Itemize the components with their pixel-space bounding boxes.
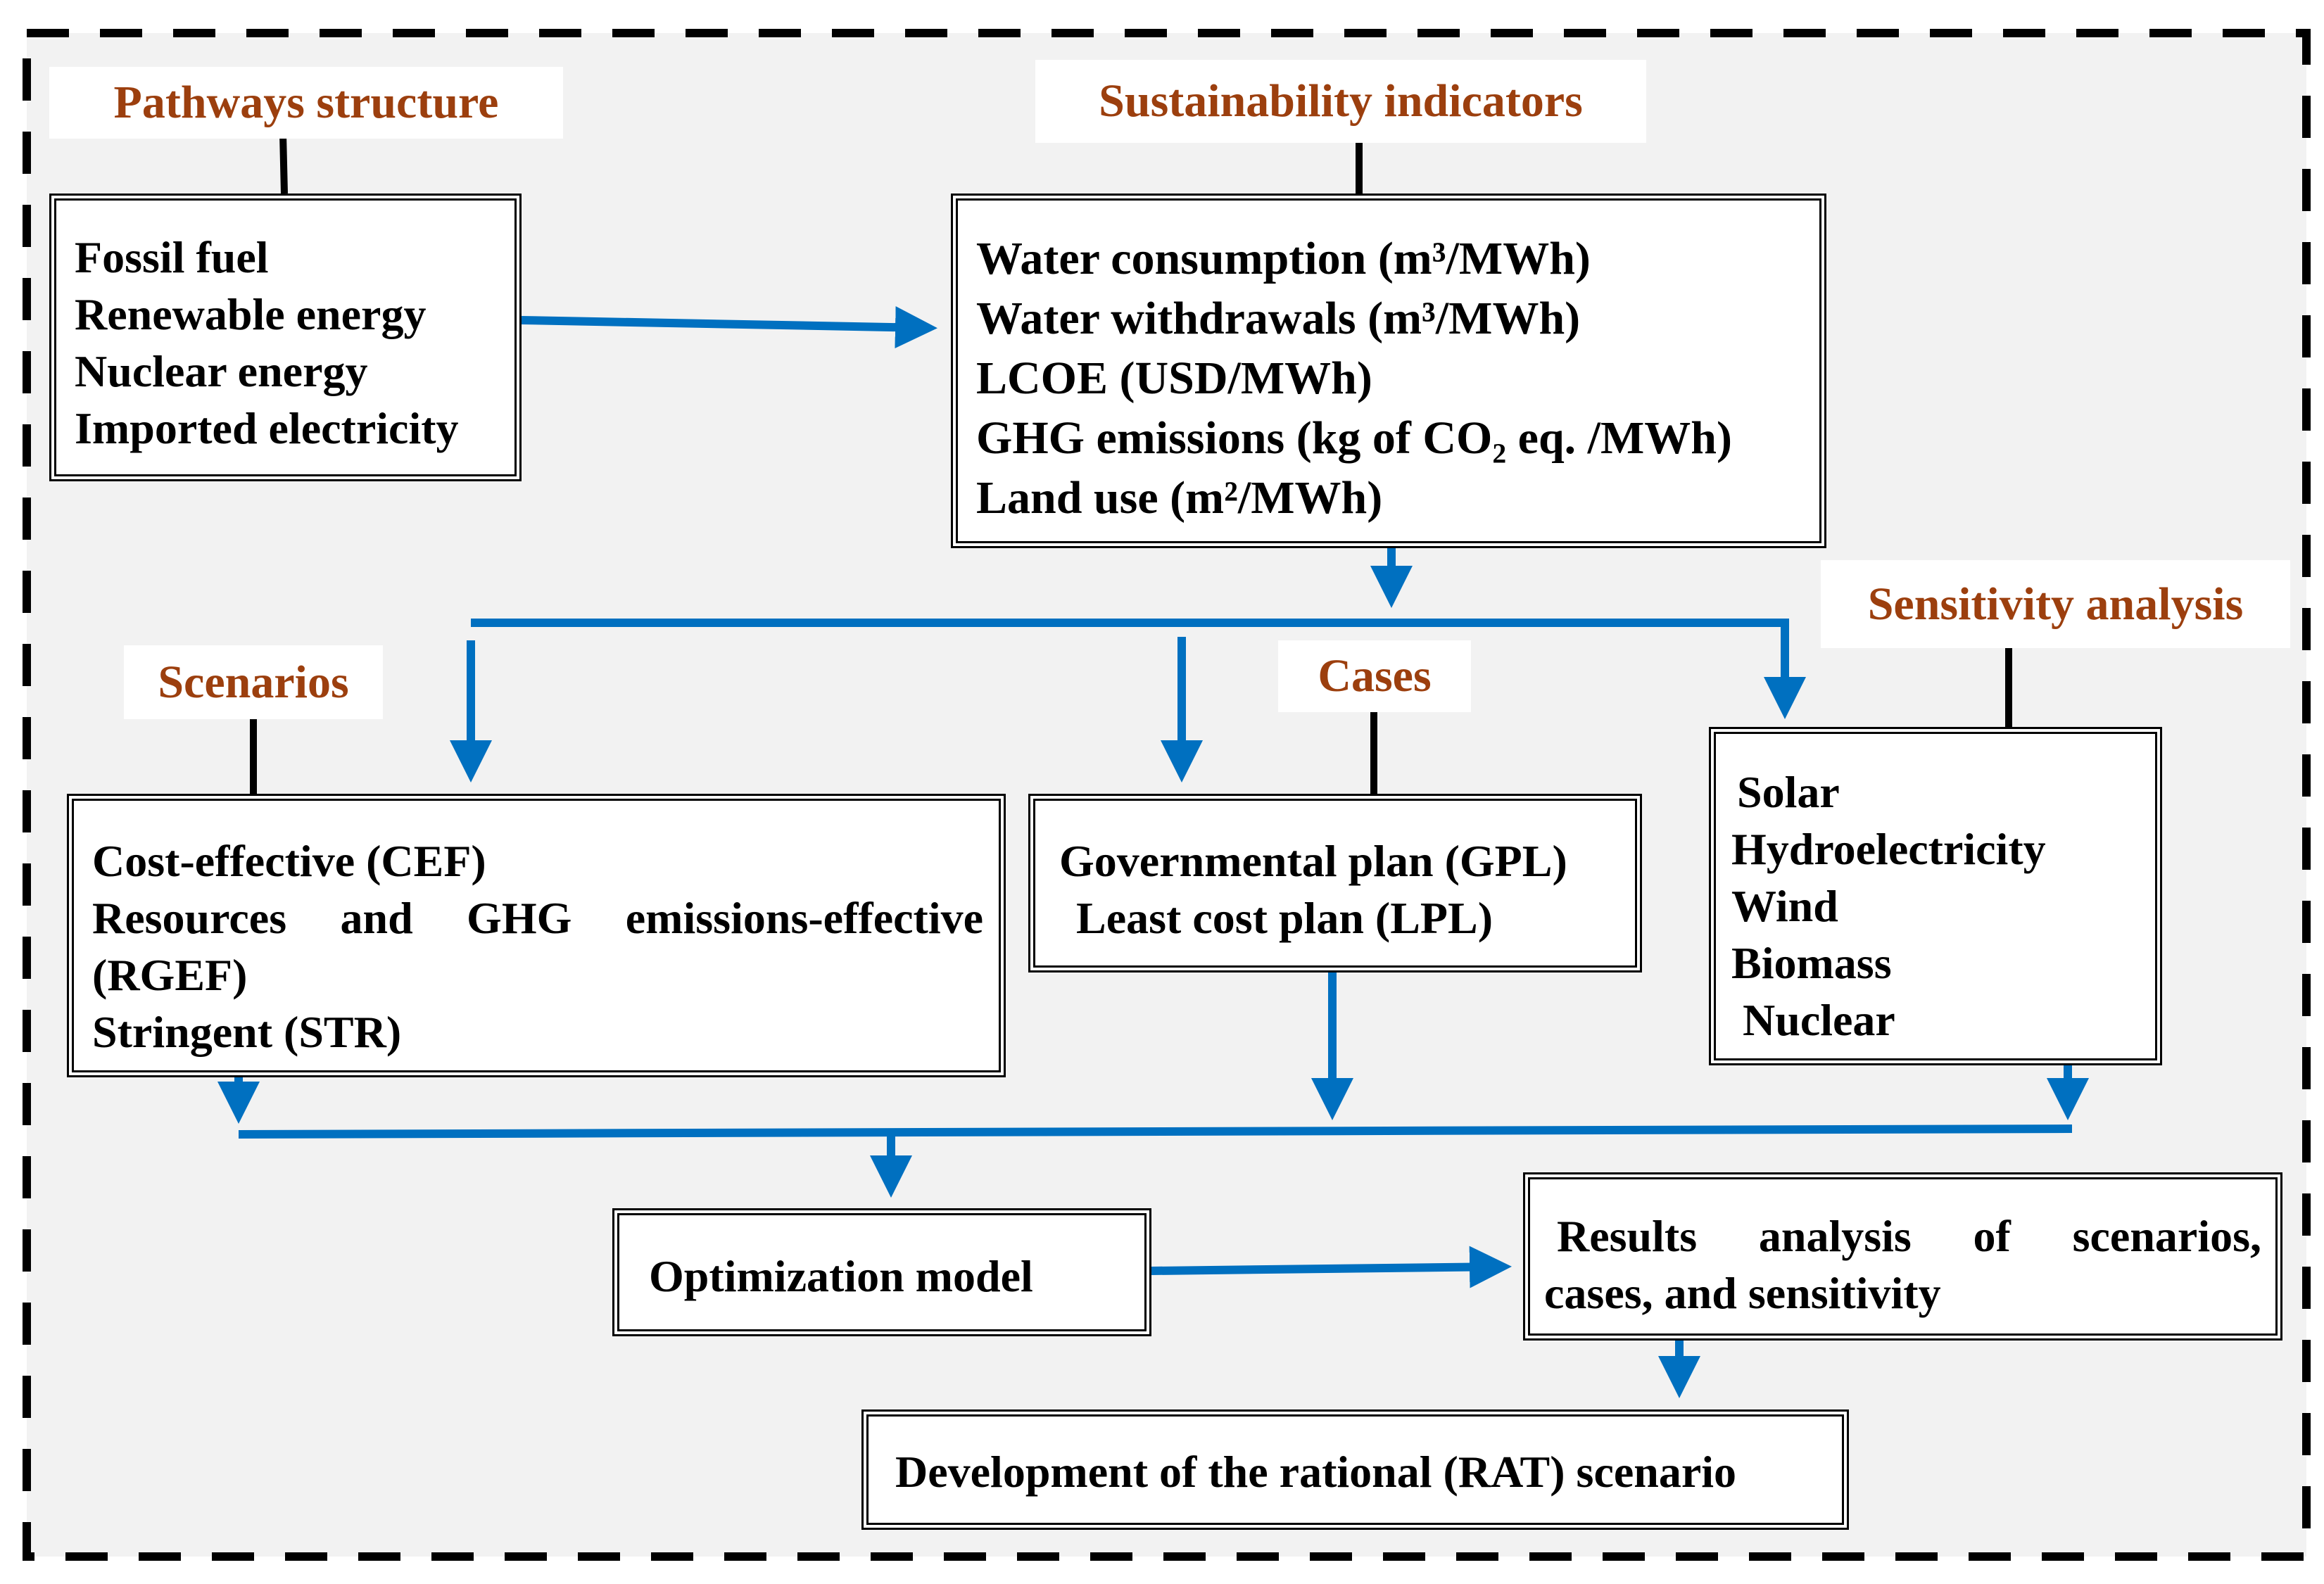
- scenarios-box: Cost-effective (CEF) Resources and GHG e…: [67, 794, 1006, 1077]
- scenario-item: Stringent (STR): [92, 1007, 402, 1057]
- indicator-item: LCOE (USD/MWh): [976, 353, 1372, 404]
- indicator-item: Land use (m²/MWh): [976, 472, 1383, 524]
- results-text-line1: Results analysis of scenarios,: [1557, 1211, 2261, 1261]
- sensitivity-item: Wind: [1731, 881, 1838, 931]
- pathways-connector: [279, 133, 288, 194]
- optimization-model-text: Optimization model: [649, 1251, 1033, 1301]
- indicator-item: Water consumption (m³/MWh): [976, 233, 1591, 284]
- development-text: Development of the rational (RAT) scenar…: [895, 1447, 1737, 1497]
- sensitivity-box: Solar Hydroelectricity Wind Biomass Nucl…: [1709, 727, 2162, 1065]
- results-analysis-box: Results analysis of scenarios, cases, an…: [1523, 1172, 2282, 1341]
- collector-line: [238, 1124, 2073, 1139]
- case-item: Least cost plan (LPL): [1076, 893, 1493, 943]
- sustainability-indicators-label: Sustainability indicators: [1035, 60, 1646, 143]
- scenarios-label: Scenarios: [124, 645, 383, 719]
- sustainability-indicators-box: Water consumption (m³/MWh) Water withdra…: [951, 194, 1826, 548]
- pathway-item: Nuclear energy: [75, 346, 368, 396]
- development-box: Development of the rational (RAT) scenar…: [861, 1409, 1849, 1530]
- sensitivity-item: Hydroelectricity: [1731, 824, 2046, 874]
- pathway-item: Renewable energy: [75, 289, 427, 339]
- pathways-box: Fossil fuel Renewable energy Nuclear ene…: [49, 194, 522, 481]
- scenario-item: Resources and GHG emissions-effective (R…: [92, 893, 983, 1000]
- pathway-item: Fossil fuel: [75, 232, 269, 282]
- optimization-model-box: Optimization model: [612, 1208, 1151, 1336]
- scenario-item: Cost-effective (CEF): [92, 836, 486, 886]
- cases-label: Cases: [1278, 640, 1471, 712]
- pathway-item: Imported electricity: [75, 403, 459, 453]
- sensitivity-item: Nuclear: [1743, 995, 1895, 1045]
- dashed-border: [23, 29, 2311, 1561]
- results-text-line2: cases, and sensitivity: [1544, 1268, 1941, 1318]
- arrow-pathways-to-indicators: [521, 306, 937, 349]
- indicator-item: Water withdrawals (m³/MWh): [976, 293, 1581, 344]
- sensitivity-analysis-label: Sensitivity analysis: [1821, 560, 2290, 648]
- pathways-structure-label: Pathways structure: [49, 67, 563, 139]
- case-item: Governmental plan (GPL): [1059, 836, 1567, 886]
- arrow-optimization-to-results: [1151, 1246, 1512, 1288]
- indicator-item: GHG emissions (kg of CO₂ eq. /MWh): [976, 412, 1732, 464]
- cases-box: Governmental plan (GPL) Least cost plan …: [1028, 794, 1642, 972]
- sensitivity-item: Biomass: [1731, 938, 1892, 988]
- sensitivity-item: Solar: [1737, 767, 1840, 817]
